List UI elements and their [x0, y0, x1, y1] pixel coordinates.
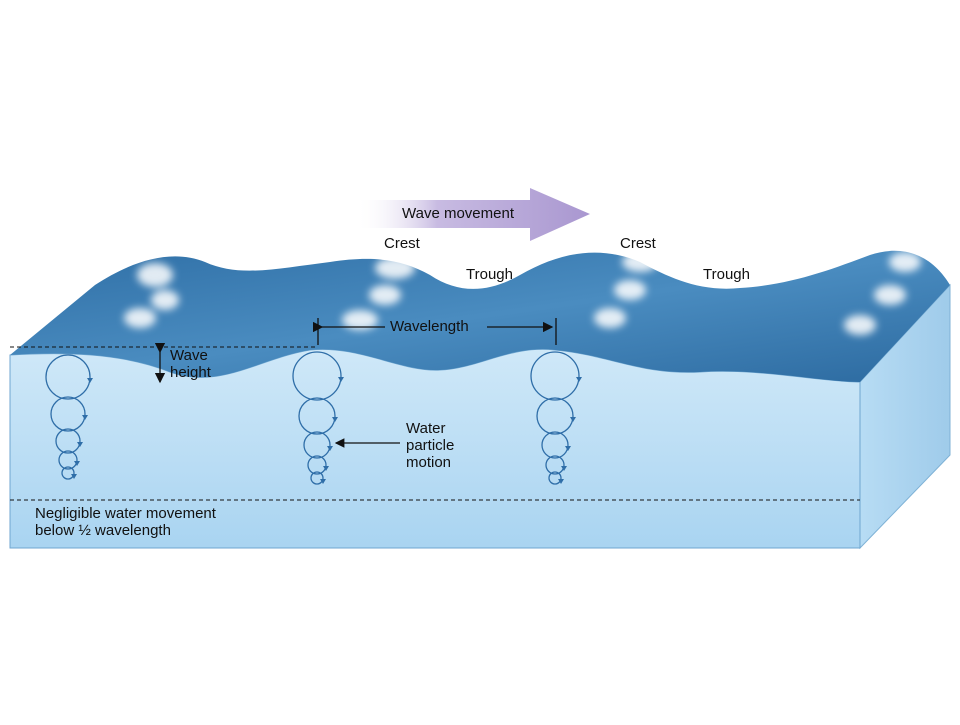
- particle-orbit: [298, 397, 336, 435]
- orbit-direction-arrow: [320, 479, 326, 484]
- particle-orbit: [45, 354, 91, 400]
- wave-movement-label: Wave movement: [402, 205, 514, 222]
- particle-orbit: [61, 466, 75, 480]
- foam-patches: [124, 252, 921, 335]
- crest-label-1: Crest: [384, 235, 420, 252]
- particle-orbit: [545, 455, 565, 475]
- wave-surface: [10, 250, 950, 382]
- negligible-suffix: wavelength: [90, 522, 171, 539]
- wavelength-label: Wavelength: [390, 318, 469, 335]
- orbit-direction-arrow: [82, 415, 88, 420]
- particle-orbit: [548, 471, 562, 485]
- negligible-line-2: below ½ wavelength: [35, 522, 216, 539]
- wave-movement-arrow: [355, 188, 590, 241]
- wave-height-line-2: height: [170, 364, 211, 381]
- orbit-direction-arrow: [338, 377, 344, 382]
- wave-height-line-1: Wave: [170, 347, 208, 364]
- particle-line-1: Water: [406, 420, 446, 437]
- orbit-direction-arrow: [327, 446, 333, 451]
- orbit-direction-arrow: [87, 378, 93, 383]
- orbit-direction-arrow: [332, 417, 338, 422]
- particle-orbit: [536, 397, 574, 435]
- orbit-direction-arrow: [71, 474, 77, 479]
- particle-orbits: [45, 351, 582, 485]
- orbit-direction-arrow: [74, 461, 80, 466]
- orbit-direction-arrow: [323, 466, 329, 471]
- crest-label-2: Crest: [620, 235, 656, 252]
- orbit-direction-arrow: [558, 479, 564, 484]
- particle-orbit: [310, 471, 324, 485]
- particle-orbit: [541, 431, 569, 459]
- orbit-direction-arrow: [561, 466, 567, 471]
- particle-orbit: [303, 431, 331, 459]
- particle-orbit: [292, 351, 342, 401]
- negligible-movement-label: Negligible water movement below ½ wavele…: [35, 505, 216, 539]
- orbit-direction-arrow: [77, 442, 83, 447]
- particle-orbit: [58, 450, 78, 470]
- negligible-line-1: Negligible water movement: [35, 505, 216, 522]
- wave-height-label: Wave height: [170, 347, 211, 381]
- particle-orbit: [530, 351, 580, 401]
- trough-label-1: Trough: [466, 266, 513, 283]
- orbit-direction-arrow: [576, 377, 582, 382]
- half-fraction: ½: [78, 522, 91, 539]
- particle-orbit: [307, 455, 327, 475]
- particle-line-3: motion: [406, 454, 452, 471]
- particle-line-2: particle: [406, 437, 455, 454]
- particle-orbit: [50, 396, 86, 432]
- wavelength-bracket: [312, 318, 557, 345]
- particle-motion-label: Water particle motion: [406, 420, 454, 471]
- orbit-direction-arrow: [565, 446, 571, 451]
- orbit-direction-arrow: [570, 417, 576, 422]
- negligible-prefix: below: [35, 522, 79, 539]
- particle-orbit: [55, 428, 81, 454]
- trough-label-2: Trough: [703, 266, 750, 283]
